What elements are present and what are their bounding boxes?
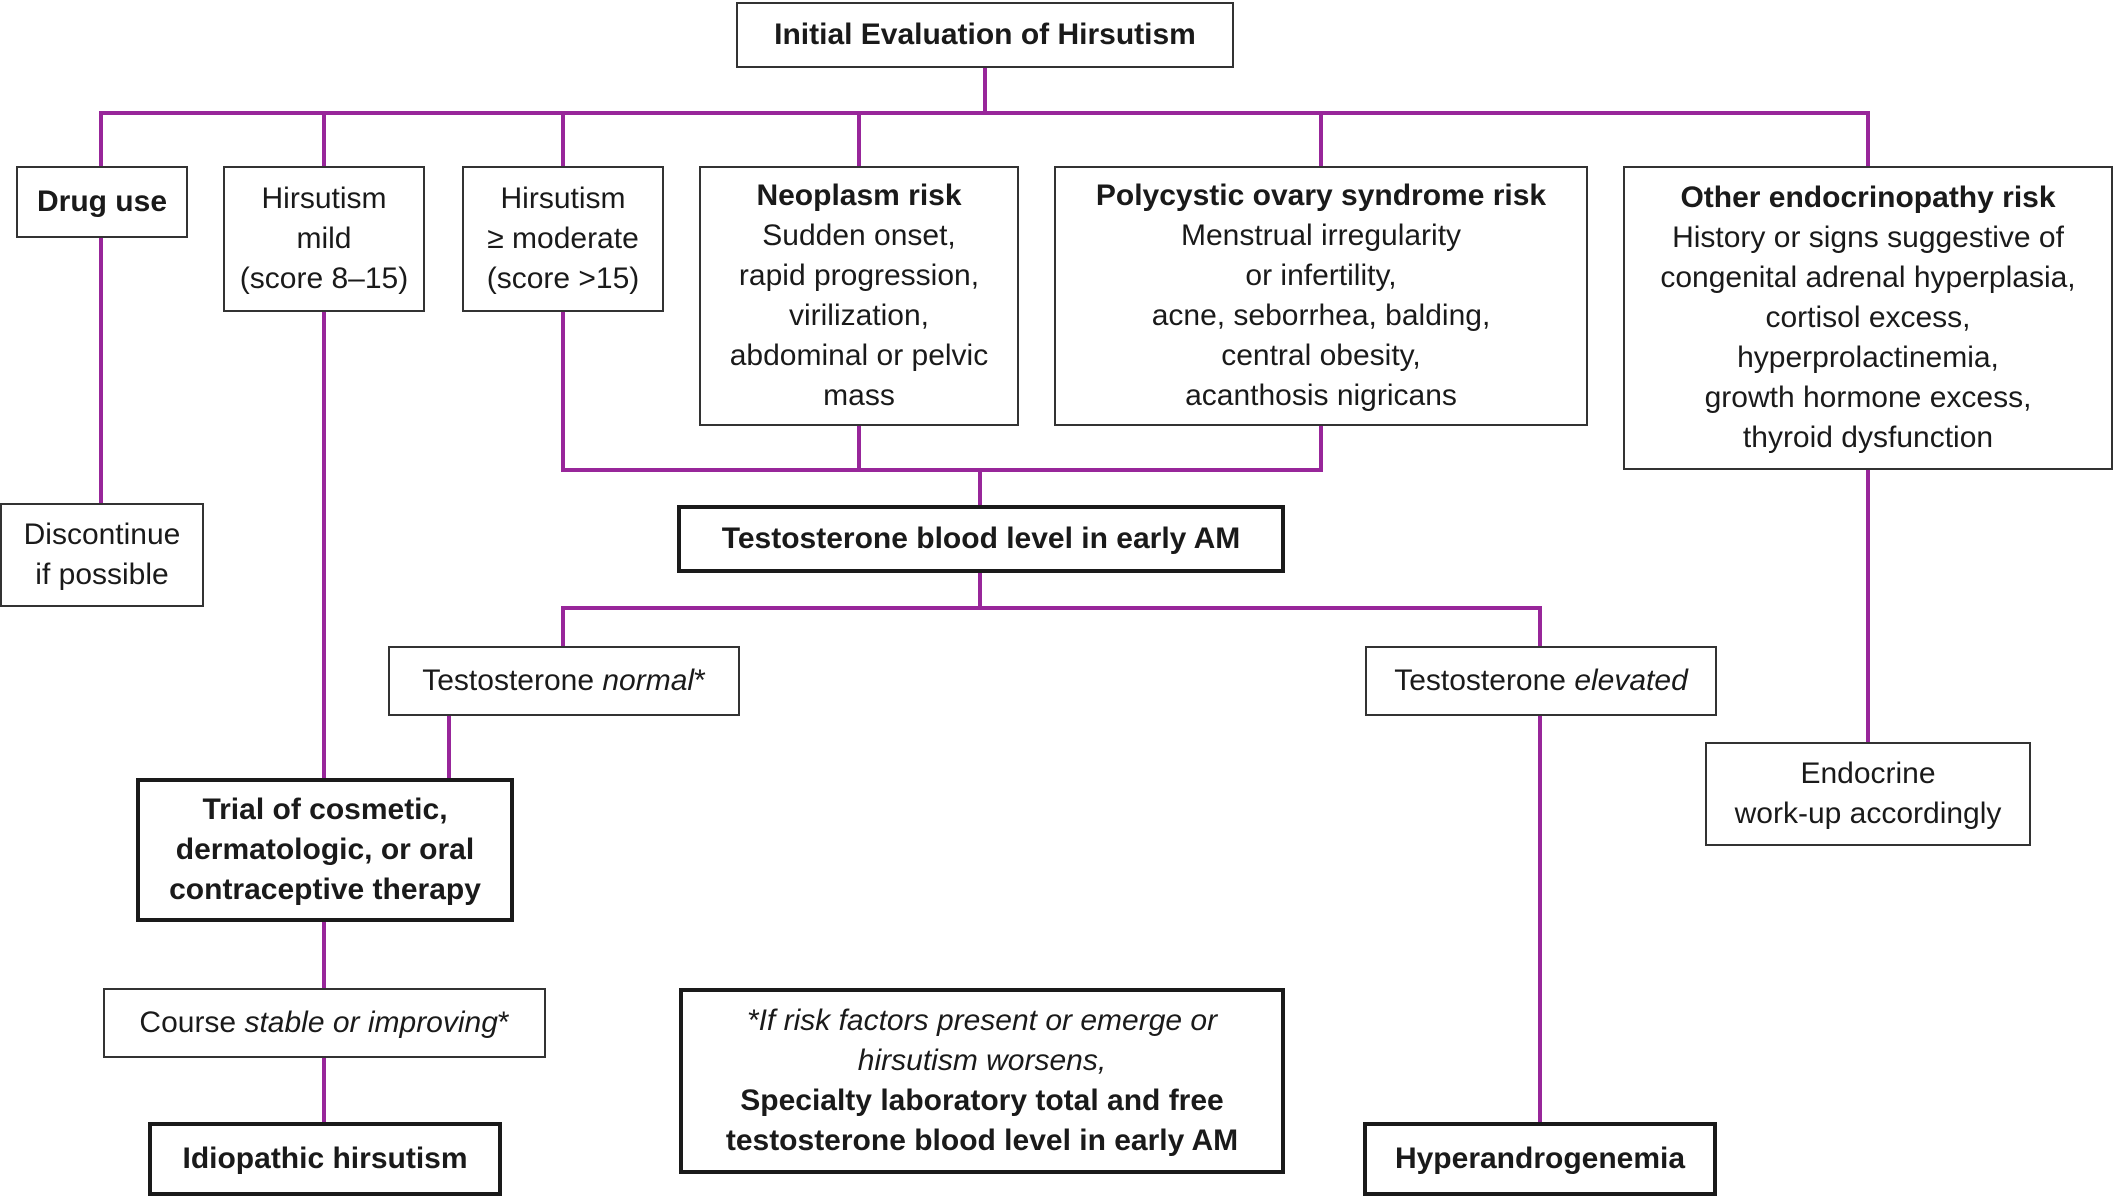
course-label: Course stable or improving* bbox=[139, 1003, 509, 1043]
neoplasm-line: mass bbox=[823, 379, 895, 412]
root-box: Initial Evaluation of Hirsutism bbox=[736, 2, 1234, 68]
testosterone-elevated-prefix: Testosterone bbox=[1394, 664, 1575, 697]
trial-line: Trial of cosmetic, bbox=[202, 793, 448, 826]
trial-line: contraceptive therapy bbox=[169, 873, 481, 906]
pcos-line: or infertility, bbox=[1245, 259, 1397, 292]
endocrinopathy-line: History or signs suggestive of bbox=[1672, 221, 2064, 254]
endocrine-workup-box: Endocrine work-up accordingly bbox=[1705, 742, 2031, 846]
testosterone-normal-emph: normal bbox=[602, 664, 695, 697]
hyperandrogenemia-box: Hyperandrogenemia bbox=[1363, 1122, 1717, 1196]
testosterone-normal-label: Testosterone normal* bbox=[422, 661, 706, 701]
pcos-line: Menstrual irregularity bbox=[1180, 219, 1462, 252]
footnote-line: testosterone blood level in early AM bbox=[725, 1124, 1239, 1157]
neoplasm-title: Neoplasm risk bbox=[756, 179, 962, 212]
drug-use-title: Drug use bbox=[36, 185, 168, 218]
endocrinopathy-line: growth hormone excess, bbox=[1704, 381, 2032, 414]
endocrine-workup-line: Endocrine bbox=[1800, 757, 1936, 790]
testosterone-normal-prefix: Testosterone bbox=[422, 664, 603, 697]
pcos-title: Polycystic ovary syndrome risk bbox=[1095, 179, 1547, 212]
idiopathic-title: Idiopathic hirsutism bbox=[182, 1142, 468, 1175]
pcos-line: central obesity, bbox=[1221, 339, 1421, 372]
course-emph: stable or improving bbox=[244, 1006, 498, 1039]
testosterone-elevated-box: Testosterone elevated bbox=[1365, 646, 1717, 716]
testosterone-test-box: Testosterone blood level in early AM bbox=[677, 505, 1285, 573]
idiopathic-box: Idiopathic hirsutism bbox=[148, 1122, 502, 1196]
discontinue-line: if possible bbox=[35, 558, 169, 591]
testosterone-test-title: Testosterone blood level in early AM bbox=[721, 522, 1241, 555]
moderate-hirsutism-box: Hirsutism ≥ moderate (score >15) bbox=[462, 166, 664, 312]
endocrinopathy-line: congenital adrenal hyperplasia, bbox=[1660, 261, 2076, 294]
endocrinopathy-title: Other endocrinopathy risk bbox=[1680, 181, 2056, 214]
pcos-line: acne, seborrhea, balding, bbox=[1151, 299, 1491, 332]
trial-therapy-box: Trial of cosmetic, dermatologic, or oral… bbox=[136, 778, 514, 922]
mild-line: (score 8–15) bbox=[239, 262, 409, 295]
endocrinopathy-risk-box: Other endocrinopathy risk History or sig… bbox=[1623, 166, 2113, 470]
neoplasm-line: Sudden onset, bbox=[762, 219, 956, 252]
endocrinopathy-line: thyroid dysfunction bbox=[1742, 421, 1994, 454]
neoplasm-line: abdominal or pelvic bbox=[729, 339, 989, 372]
testosterone-normal-box: Testosterone normal* bbox=[388, 646, 740, 716]
discontinue-line: Discontinue bbox=[23, 518, 181, 551]
course-box: Course stable or improving* bbox=[103, 988, 546, 1058]
neoplasm-risk-box: Neoplasm risk Sudden onset, rapid progre… bbox=[699, 166, 1019, 426]
root-title: Initial Evaluation of Hirsutism bbox=[774, 18, 1196, 51]
footnote-line: hirsutism worsens, bbox=[857, 1044, 1107, 1077]
moderate-line: Hirsutism bbox=[500, 182, 626, 215]
endocrinopathy-line: hyperprolactinemia, bbox=[1737, 341, 1999, 374]
testosterone-elevated-label: Testosterone elevated bbox=[1394, 661, 1688, 701]
mild-hirsutism-box: Hirsutism mild (score 8–15) bbox=[223, 166, 425, 312]
course-suffix: * bbox=[497, 1006, 510, 1039]
testosterone-elevated-emph: elevated bbox=[1574, 664, 1688, 697]
endocrinopathy-line: cortisol excess, bbox=[1765, 301, 1971, 334]
course-prefix: Course bbox=[139, 1006, 245, 1039]
moderate-line: ≥ moderate bbox=[487, 222, 639, 255]
drug-use-box: Drug use bbox=[16, 166, 188, 238]
trial-line: dermatologic, or oral bbox=[175, 833, 475, 866]
footnote-box: *If risk factors present or emerge or hi… bbox=[679, 988, 1285, 1174]
endocrine-workup-line: work-up accordingly bbox=[1734, 797, 2002, 830]
pcos-line: acanthosis nigricans bbox=[1185, 379, 1457, 412]
neoplasm-line: virilization, bbox=[788, 299, 930, 332]
footnote-line: Specialty laboratory total and free bbox=[740, 1084, 1224, 1117]
moderate-line: (score >15) bbox=[486, 262, 640, 295]
hyperandrogenemia-title: Hyperandrogenemia bbox=[1394, 1142, 1686, 1175]
footnote-line: *If risk factors present or emerge or bbox=[746, 1004, 1218, 1037]
discontinue-box: Discontinue if possible bbox=[0, 503, 204, 607]
mild-line: mild bbox=[296, 222, 352, 255]
pcos-risk-box: Polycystic ovary syndrome risk Menstrual… bbox=[1054, 166, 1588, 426]
neoplasm-line: rapid progression, bbox=[738, 259, 980, 292]
testosterone-normal-suffix: * bbox=[694, 664, 706, 697]
mild-line: Hirsutism bbox=[261, 182, 387, 215]
